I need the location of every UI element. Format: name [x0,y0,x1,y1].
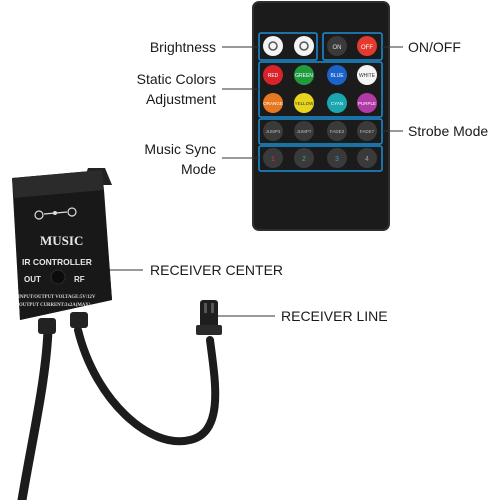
brightness-up-button[interactable] [263,36,283,56]
controller-brand: MUSIC [40,233,83,248]
jump7-button-label: JUMP7 [297,129,312,134]
music-sync-label-line2: Mode [180,161,216,177]
purple-button-label: PURPLE [358,101,376,106]
blue-button-label: BLUE [330,73,344,79]
controller-title: IR CONTROLLER [22,257,92,267]
brightness-label: Brightness [149,39,216,55]
fade3-button-label: FADE3 [330,129,345,134]
music-1-button[interactable]: 1 [263,148,283,168]
fade7-button-label: FADE7 [360,129,375,134]
jump3-button-label: JUMP3 [266,129,281,134]
white-button[interactable]: WHITE [357,65,377,85]
on-button[interactable]: ON [327,36,347,56]
on-off-label: ON/OFF [408,39,461,55]
controller-spec-voltage: INPUT/OUTPUT VOLTAGE:5V/12V [18,295,96,300]
cyan-button-label: CYAN [331,101,343,106]
music-4-label: 4 [365,156,369,163]
purple-button[interactable]: PURPLE [357,93,377,113]
music-4-button[interactable]: 4 [357,148,377,168]
off-button-label: OFF [361,45,373,51]
jump7-button[interactable]: JUMP7 [294,121,314,141]
jump3-button[interactable]: JUMP3 [263,121,283,141]
static-colors-label-line1: Static Colors [136,71,216,87]
red-button[interactable]: RED [263,65,283,85]
off-button[interactable]: OFF [357,36,377,56]
ir-remote [252,1,390,231]
music-3-button[interactable]: 3 [327,148,347,168]
on-button-label: ON [333,45,342,51]
green-button[interactable]: GREEN [294,65,314,85]
controller-out-label: OUT [24,275,41,284]
blue-button[interactable]: BLUE [327,65,347,85]
static-colors-label-line2: Adjustment [145,91,216,107]
red-button-label: RED [268,73,279,79]
white-button-label: WHITE [359,73,376,79]
strobe-mode-label: Strobe Mode [408,123,489,139]
orange-button-label: ORANGE [263,101,283,106]
orange-button[interactable]: ORANGE [263,93,283,113]
music-3-label: 3 [335,156,339,163]
brightness-down-button[interactable] [294,36,314,56]
yellow-button[interactable]: YELLOW [294,93,314,113]
receiver-center [12,168,112,334]
cables [17,325,220,500]
cyan-button[interactable]: CYAN [327,93,347,113]
receiver-center-label: RECEIVER CENTER [150,262,284,278]
music-2-label: 2 [302,156,306,163]
music-2-button[interactable]: 2 [294,148,314,168]
fade7-button[interactable]: FADE7 [357,121,377,141]
green-button-label: GREEN [295,73,313,79]
music-1-label: 1 [271,156,275,163]
receiver-line-label: RECEIVER LINE [281,308,388,324]
controller-spec-current: OUTPUT CURRENT:3x2A(MAX) [19,303,91,308]
controller-rf-label: RF [74,275,85,284]
receiver-line-connector [196,300,222,335]
fade3-button[interactable]: FADE3 [327,121,347,141]
yellow-button-label: YELLOW [295,101,315,106]
music-sync-label-line1: Music Sync [144,141,216,157]
